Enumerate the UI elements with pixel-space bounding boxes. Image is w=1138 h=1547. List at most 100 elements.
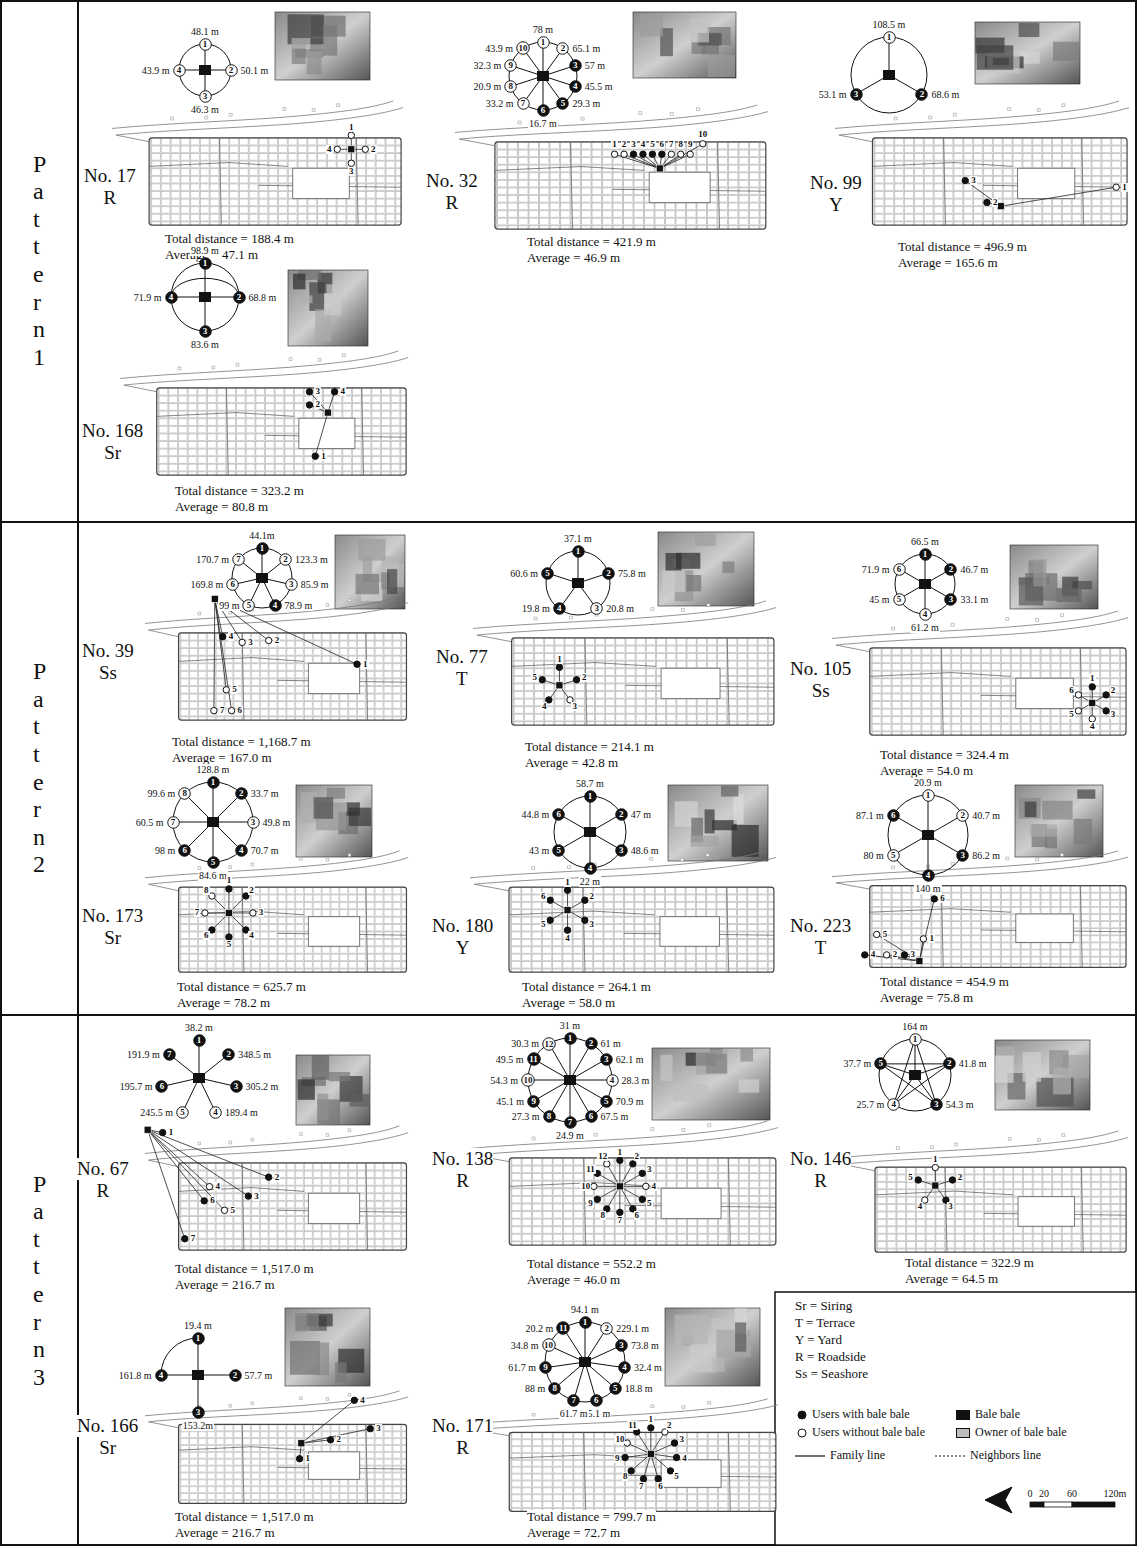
node-circle <box>522 1074 535 1087</box>
distance-label: 195.7 m <box>119 1081 154 1092</box>
map-road <box>509 1432 776 1511</box>
node-circle <box>227 579 239 591</box>
node-number: 2 <box>222 1048 235 1061</box>
node-circle <box>236 845 248 857</box>
node-number: 10 <box>542 1338 556 1352</box>
map-number: 5 <box>907 1173 914 1182</box>
user-node: 5 <box>541 567 554 580</box>
user-node: 3 <box>615 844 628 857</box>
coastline <box>836 645 870 652</box>
map-number: 3 <box>258 908 265 917</box>
sea-house <box>326 1134 329 1137</box>
photo-detail <box>312 1055 329 1080</box>
user-node: 6 <box>893 563 906 576</box>
map-number: 1 <box>226 876 233 885</box>
total-distance: Total distance = 496.9 m <box>898 240 1027 255</box>
user-node: 6 <box>537 104 550 117</box>
map-number: 4 <box>1089 722 1096 731</box>
node-circle <box>207 776 219 788</box>
map-user-dot <box>582 897 588 903</box>
average-distance: Average = 75.8 m <box>880 991 973 1006</box>
map-number: 12 <box>597 1152 608 1161</box>
distance-label: 70.7 m <box>250 845 280 856</box>
total-distance: Total distance = 324.4 m <box>880 748 1009 763</box>
node-number: 3 <box>230 1080 243 1093</box>
map-user-dot <box>265 637 271 643</box>
user-node: 4 <box>165 291 178 304</box>
sea-house <box>337 104 340 107</box>
house-number: No. 99 <box>810 172 862 194</box>
photo-detail <box>358 539 385 561</box>
node-number: 5 <box>176 1106 189 1119</box>
node-circle <box>584 790 596 802</box>
bale-bale-square <box>584 827 596 837</box>
map-number: 8 <box>678 140 685 149</box>
node-circle <box>945 563 957 575</box>
node-circle <box>165 291 177 303</box>
sea-house <box>894 117 897 120</box>
map-number: 4 <box>326 145 333 154</box>
distance-label: 99 m <box>218 600 240 611</box>
average-distance: Average = 165.6 m <box>898 256 998 271</box>
map-user-dot <box>617 1209 623 1215</box>
map-number: 2 <box>274 636 281 645</box>
map-number: 2 <box>634 1152 641 1161</box>
map-number: 8 <box>622 1472 629 1481</box>
user-node: 1 <box>199 257 212 270</box>
photo-detail <box>1077 790 1095 799</box>
map-user-dot <box>949 1177 955 1183</box>
node-number: 3 <box>247 816 260 829</box>
map-link <box>215 599 357 664</box>
settlement-blocks <box>870 648 1126 735</box>
user-node: 7 <box>167 816 180 829</box>
village-map <box>470 851 776 972</box>
coastline <box>124 358 408 385</box>
coastline <box>149 884 179 890</box>
user-node: 5 <box>242 599 255 612</box>
node-number: 3 <box>569 59 582 72</box>
map-number: 3 <box>571 702 578 711</box>
coastline <box>459 139 495 146</box>
node-circle <box>247 816 259 828</box>
scale-number: 120m <box>1104 1488 1127 1500</box>
legend-text: Users without bale bale <box>812 1426 925 1440</box>
map-user-dot <box>201 1198 207 1204</box>
map-number: 4 <box>870 950 877 959</box>
sea-house <box>289 358 292 361</box>
settlement-blocks <box>875 1167 1126 1252</box>
distance-label: 78 m <box>532 24 554 35</box>
coastline <box>124 385 157 392</box>
map-user-dot <box>668 151 674 157</box>
distance-label: 22 m <box>579 876 601 887</box>
map-user-dot <box>348 132 354 138</box>
average-distance: Average = 46.0 m <box>527 1273 620 1288</box>
location-type: Y <box>829 194 843 216</box>
village-map <box>838 1131 1128 1252</box>
node-circle <box>616 1340 628 1352</box>
node-circle <box>192 1332 204 1344</box>
settlement-blocks <box>509 1432 776 1511</box>
user-node: 10 <box>521 1073 535 1087</box>
map-link <box>650 1428 651 1454</box>
location-type: Sr <box>104 927 121 949</box>
bale-bale-square <box>909 1070 921 1080</box>
photo-detail <box>1030 824 1057 836</box>
ring-circle <box>546 551 610 615</box>
photo-frame <box>1015 785 1103 857</box>
map-owner-square <box>647 1450 654 1457</box>
node-circle <box>919 548 931 560</box>
user-node: 6 <box>155 1080 168 1093</box>
distance-label: 86.2 m <box>971 850 1001 861</box>
distance-label: 57.7 m <box>244 1370 274 1381</box>
bale-bale-square <box>537 71 549 81</box>
spoke-line <box>570 1038 571 1080</box>
sea-house <box>205 116 208 119</box>
map-user-dot <box>671 1440 677 1446</box>
node-circle <box>606 1074 618 1086</box>
legend-text: Owner of bale bale <box>975 1426 1067 1440</box>
photo-detail <box>1019 23 1040 37</box>
distance-label: 68.6 m <box>930 89 960 100</box>
node-number: 4 <box>165 291 178 304</box>
distance-label: 20.8 m <box>605 603 635 614</box>
node-circle <box>542 1339 555 1352</box>
